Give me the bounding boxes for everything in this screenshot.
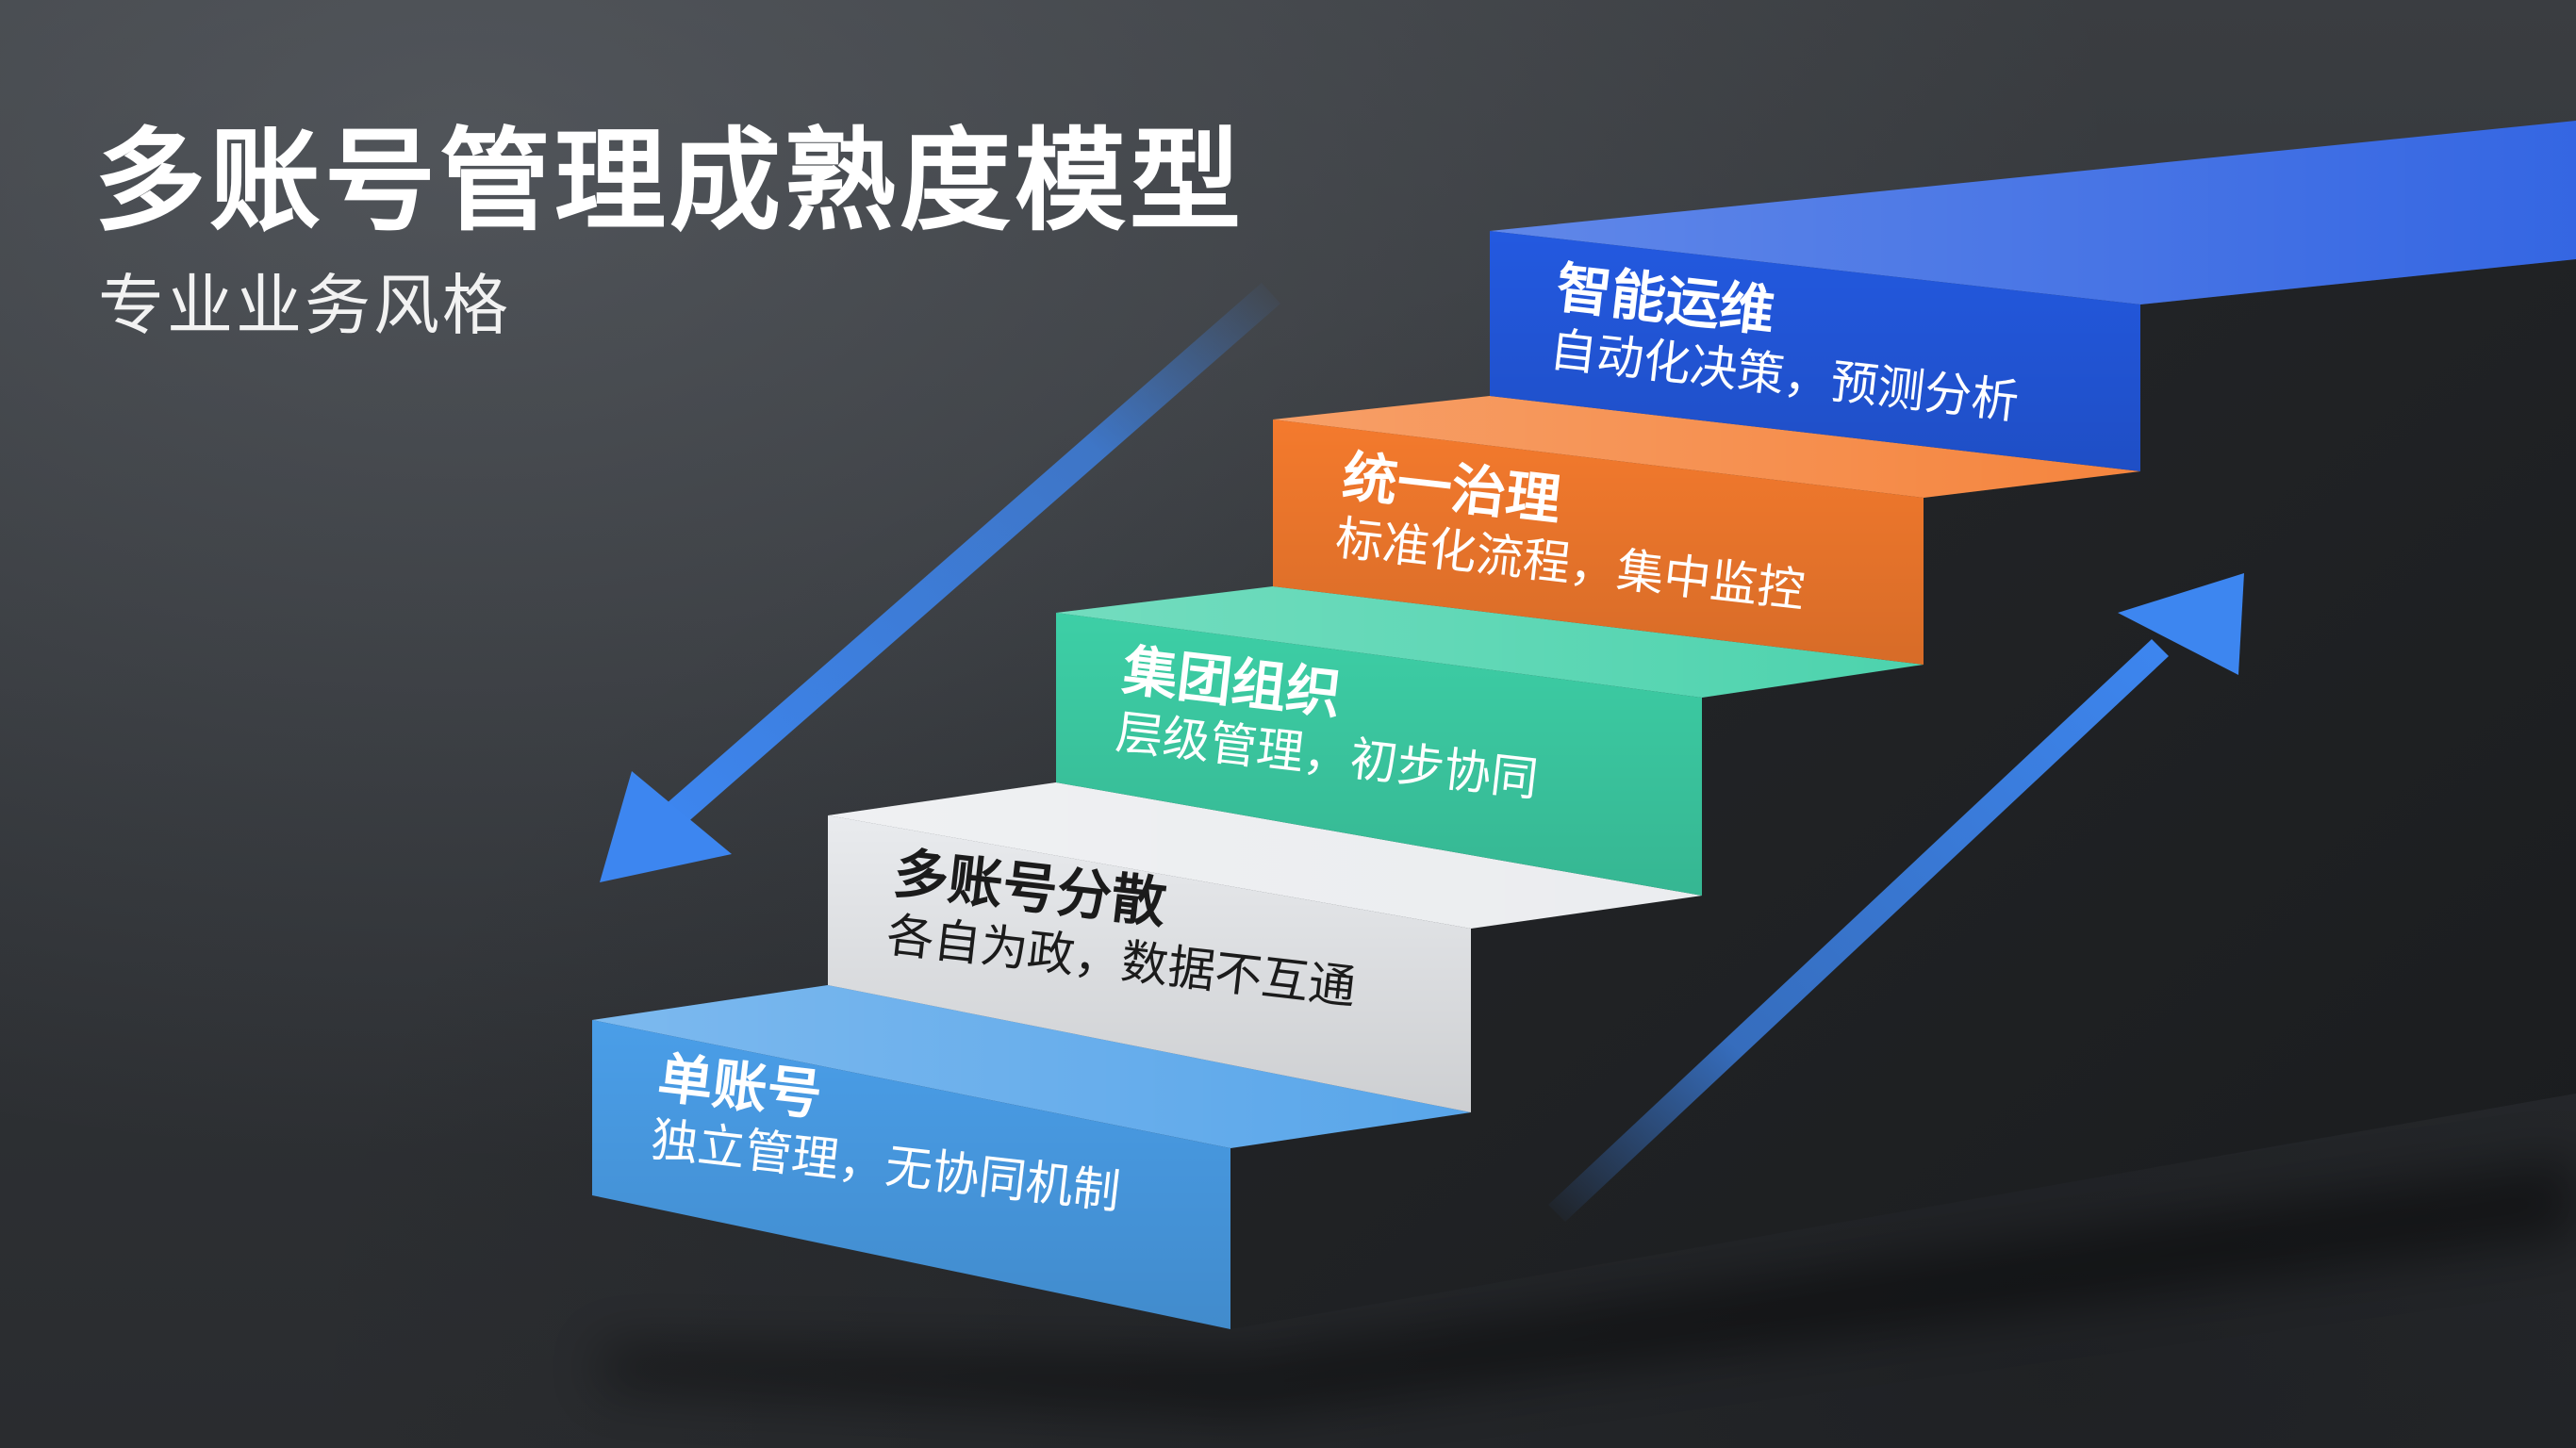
step-1-tread-highlight [592,985,1471,1148]
arrow-up-right-icon [1548,573,2244,1222]
arrow-up-right-head [2118,573,2244,675]
step-1-riser-shade [592,1020,1230,1329]
staircase-shadow [603,1160,2576,1414]
page-subtitle: 专业业务风格 [98,267,511,344]
step-3-tread-highlight [1056,586,1924,698]
step-5-riser-shade [1490,231,2140,471]
arrow-up-right-shaft [1548,639,2169,1222]
step-4-riser-shade [1273,420,1924,665]
page-title: 多账号管理成熟度模型 [94,116,1246,246]
arrow-down-left-icon [600,283,1280,882]
step-3-riser-shade [1056,613,1702,896]
staircase-side [1230,259,2576,1329]
arrow-down-left-head [600,771,732,882]
step-5-tread-highlight [1490,121,2576,304]
step-4-tread-highlight [1273,396,2140,498]
step-2-riser-shade [828,815,1471,1112]
step-2-tread-highlight [828,782,1702,929]
arrow-down-left-shaft [658,283,1280,831]
